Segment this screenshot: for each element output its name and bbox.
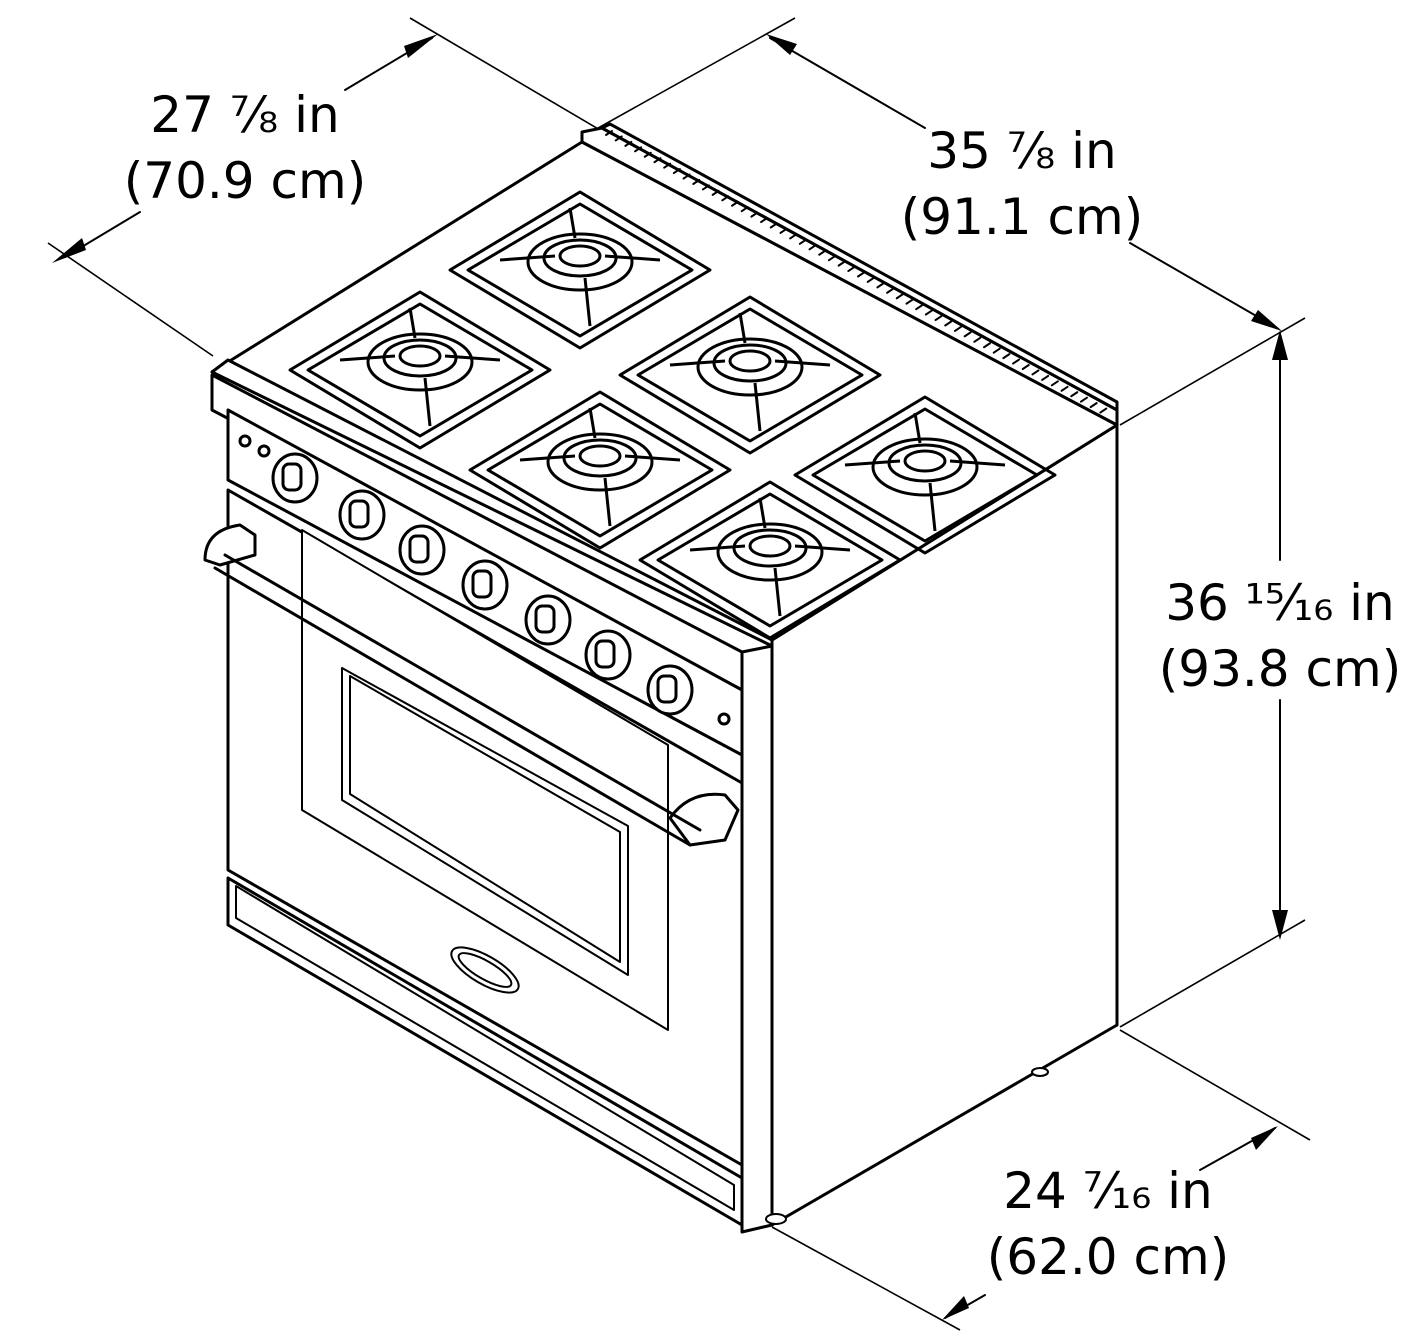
indicator-light-3	[717, 712, 731, 726]
vent-slot	[895, 293, 904, 300]
vent-slot	[750, 211, 759, 218]
vent-slot	[643, 151, 652, 158]
vent-slot	[944, 320, 953, 327]
vent-slot	[992, 347, 1001, 354]
depth-metric-label: (70.9 cm)	[124, 152, 366, 210]
burner	[638, 480, 902, 640]
control-knob[interactable]	[461, 559, 509, 611]
burner	[793, 395, 1057, 555]
height-metric-label: (93.8 cm)	[1159, 640, 1401, 698]
vent-slot	[827, 255, 836, 262]
grate	[448, 190, 712, 350]
vent-slot	[905, 298, 914, 305]
height-imperial-label: 36 ¹⁵⁄₁₆ in	[1165, 574, 1395, 632]
vent-slot	[769, 222, 778, 229]
front-edge	[740, 644, 774, 1234]
grate	[468, 390, 732, 550]
vent-slot	[614, 135, 623, 142]
foot	[765, 1213, 787, 1225]
foot	[1031, 1067, 1049, 1077]
vent-slot	[847, 266, 856, 273]
grate	[288, 290, 552, 450]
depth-imperial-label: 27 ⅞ in	[150, 86, 339, 144]
vent-slot	[731, 200, 739, 207]
burner	[288, 290, 552, 450]
vent-slot	[808, 244, 817, 251]
vent-slot	[924, 309, 933, 316]
brand-badge	[450, 946, 520, 994]
vent-slot	[973, 336, 982, 343]
vent-slot	[760, 217, 769, 224]
vent-slot	[1031, 369, 1040, 376]
vent-slot	[711, 189, 720, 196]
burner	[618, 295, 882, 455]
burner	[468, 390, 732, 550]
control-knob[interactable]	[338, 489, 386, 541]
vent-slot	[983, 342, 991, 349]
vent-slot	[915, 304, 924, 311]
vent-slot	[857, 271, 865, 278]
vent-slot	[779, 227, 788, 234]
control-knob[interactable]	[271, 452, 319, 504]
control-panel-top	[210, 358, 774, 648]
control-knob[interactable]	[646, 664, 694, 716]
vent-slot	[653, 157, 662, 164]
vent-slot	[682, 173, 691, 180]
burners	[288, 190, 1057, 640]
vent-slot	[798, 238, 807, 245]
vent-slot	[876, 282, 885, 289]
side-depth-metric-label: (62.0 cm)	[987, 1228, 1229, 1286]
width-imperial-label: 35 ⅞ in	[927, 122, 1116, 180]
vent-slot	[789, 233, 798, 240]
vent-slot	[721, 195, 730, 202]
grate	[793, 395, 1057, 555]
vent-slot	[672, 168, 681, 175]
vent-slot	[1099, 407, 1108, 414]
control-knobs	[271, 452, 694, 716]
vent-slot	[837, 260, 846, 267]
side-depth-imperial-label: 24 ⁷⁄₁₆ in	[1003, 1162, 1212, 1220]
vent-slot	[818, 249, 827, 256]
door-handle	[203, 523, 740, 847]
vent-slot	[866, 276, 875, 283]
dimension-labels: 27 ⅞ in (70.9 cm) 35 ⅞ in (91.1 cm) 36 ¹…	[124, 86, 1401, 1286]
vent-slot	[1021, 364, 1030, 371]
control-knob[interactable]	[584, 629, 632, 681]
vent-slot	[1070, 391, 1079, 398]
control-knob[interactable]	[398, 524, 446, 576]
vent-slot	[1089, 402, 1098, 409]
vent-slot	[692, 178, 701, 185]
indicator-light-2	[257, 444, 271, 458]
dimension-lines	[47, 17, 1311, 1331]
width-metric-label: (91.1 cm)	[901, 188, 1143, 246]
vent-slot	[624, 140, 633, 147]
vent-slot	[1050, 380, 1059, 387]
grate	[618, 295, 882, 455]
control-knob[interactable]	[524, 594, 572, 646]
vent-slot	[1041, 374, 1050, 381]
vent-slot	[963, 331, 972, 338]
vent-slot	[1002, 353, 1011, 360]
vent-slot	[953, 325, 962, 332]
vent-slot	[663, 162, 672, 169]
vent-slot	[605, 130, 613, 136]
vent-slot	[934, 315, 943, 322]
vent-slot	[634, 146, 643, 153]
vent-slot	[1012, 358, 1021, 365]
vent-slot	[740, 206, 749, 213]
burner	[448, 190, 712, 350]
grate	[638, 480, 902, 640]
vent-slot	[886, 287, 895, 294]
rear-vent	[580, 122, 1119, 427]
range-appliance	[203, 122, 1119, 1234]
indicator-light-1	[238, 434, 252, 448]
oven-window	[341, 667, 629, 976]
vent-slot	[701, 184, 710, 191]
vent-slot	[1079, 396, 1088, 403]
vent-slot	[1060, 385, 1069, 392]
